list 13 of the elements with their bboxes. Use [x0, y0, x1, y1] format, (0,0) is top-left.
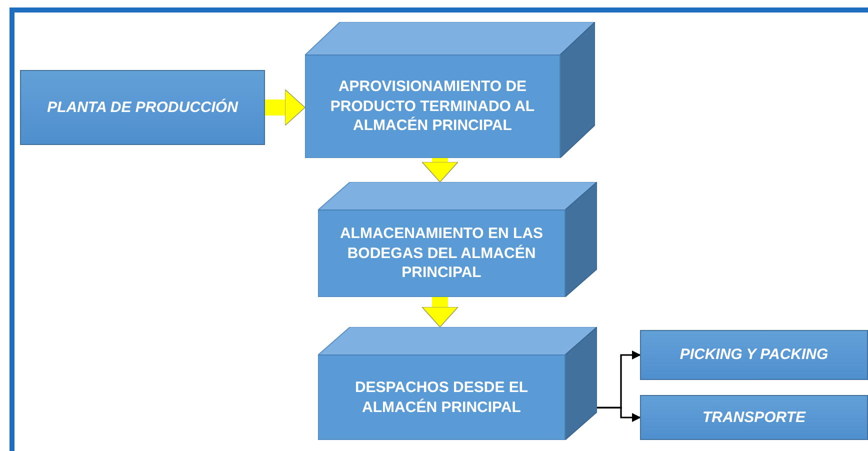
- block-arrow: [422, 297, 458, 328]
- box-label: PLANTA DE PRODUCCIÓN: [47, 98, 238, 118]
- block-label: APROVISIONAMIENTO DE PRODUCTO TERMINADO AL ALMACÉN PRINCIPAL: [329, 77, 536, 136]
- box-label: PICKING Y PACKING: [680, 345, 828, 365]
- arrow: [597, 406, 641, 422]
- block-label: DESPACHOS DESDE EL ALMACÉN PRINCIPAL: [354, 378, 530, 417]
- process-box: [20, 70, 265, 145]
- box-label: TRANSPORTE: [702, 408, 806, 428]
- process-box: [640, 395, 868, 440]
- block-arrow: [265, 89, 306, 126]
- process-box: [640, 330, 868, 380]
- block-label: ALMACENAMIENTO EN LAS BODEGAS DEL ALMACÉN PRINCIPAL: [338, 224, 544, 283]
- block-arrow: [422, 158, 458, 182]
